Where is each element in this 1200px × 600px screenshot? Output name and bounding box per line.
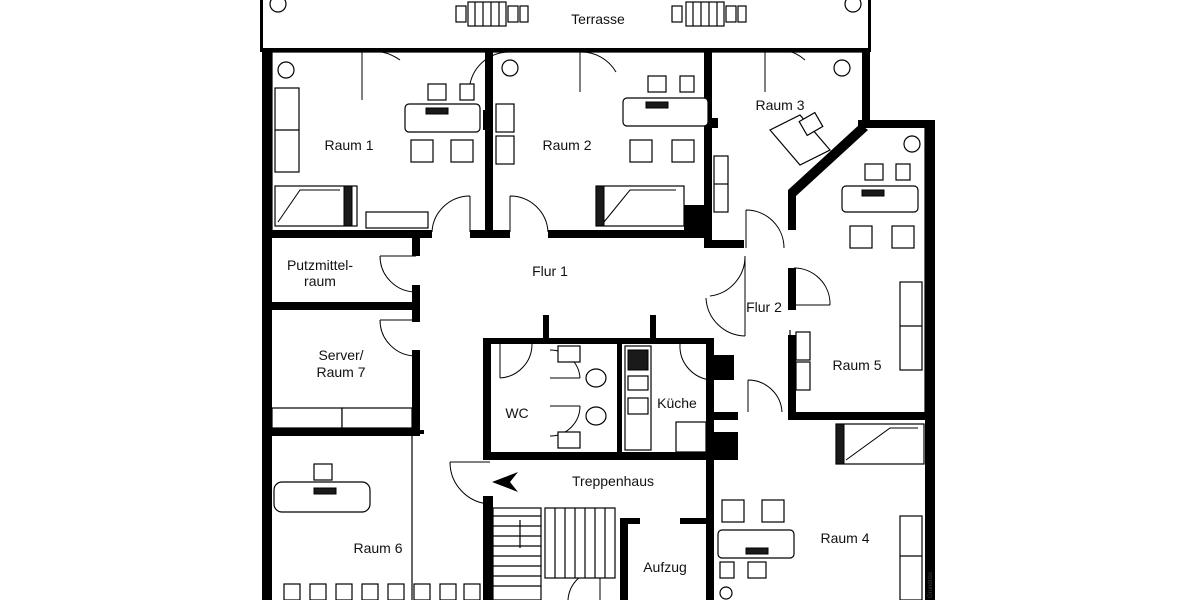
chair-row — [283, 583, 481, 600]
furniture — [269, 0, 925, 600]
label-wc: WC — [505, 405, 528, 421]
label-raum5: Raum 5 — [832, 357, 881, 373]
label-flur1: Flur 1 — [532, 263, 568, 279]
doors — [361, 49, 831, 600]
label-raum6: Raum 6 — [353, 540, 402, 556]
walls — [260, 0, 935, 600]
label-treppenhaus: Treppenhaus — [572, 473, 654, 489]
label-raum4: Raum 4 — [820, 530, 869, 546]
label-kueche: Küche — [657, 395, 697, 411]
label-terrasse: Terrasse — [571, 11, 625, 27]
label-raum1: Raum 1 — [324, 137, 373, 153]
label-flur2: Flur 2 — [746, 299, 782, 315]
label-server-line2: Raum 7 — [316, 364, 365, 380]
label-putz-line2: raum — [304, 273, 336, 289]
credit-text: Grundriss — [928, 572, 934, 598]
direction-arrow-icon — [492, 472, 518, 492]
label-raum3: Raum 3 — [755, 97, 804, 113]
plant-icons — [269, 0, 921, 600]
label-server-line1: Server/ — [318, 347, 363, 363]
room-labels: Terrasse Raum 1 Raum 2 Raum 3 Putzmittel… — [287, 11, 934, 598]
terrace-bench-left — [455, 1, 529, 27]
terrace-bench-right — [671, 1, 747, 27]
label-putz-line1: Putzmittel- — [287, 257, 353, 273]
label-aufzug: Aufzug — [643, 559, 687, 575]
label-raum2: Raum 2 — [542, 137, 591, 153]
stairs — [492, 507, 616, 600]
